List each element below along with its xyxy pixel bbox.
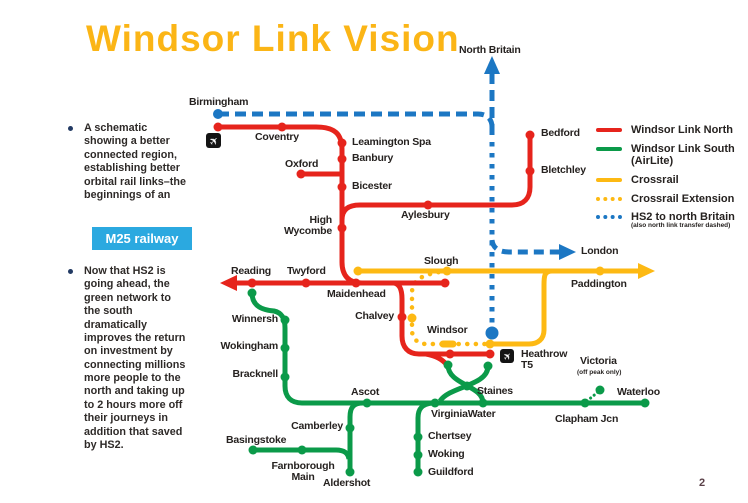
- windsor-link-north-line: [213, 122, 535, 367]
- legend-label: Crossrail Extension: [631, 192, 735, 205]
- legend-item-windsor-link-south: Windsor Link South (AirLite): [596, 143, 746, 168]
- station-dot-maidenhead-crossrail: [353, 266, 363, 276]
- station-label-windsor: Windsor: [427, 324, 468, 336]
- page-number: 2: [699, 477, 706, 489]
- legend-note: (also north link transfer dashed): [631, 221, 731, 229]
- station-label-waterloo: Waterloo: [617, 386, 660, 398]
- legend-item-windsor-link-north: Windsor Link North: [596, 124, 746, 137]
- endpoint-label-north-britain: North Britain: [459, 44, 521, 56]
- station-label-bracknell: Bracknell: [232, 368, 279, 380]
- station-label-clapham-jcn: Clapham Jcn: [555, 413, 619, 425]
- bullet-item-1: A schematic showing a better connected r…: [68, 122, 194, 202]
- station-label-guildford: Guildford: [428, 466, 474, 478]
- green-station-dots: [247, 288, 650, 477]
- station-label-aldershot: Aldershot: [323, 477, 371, 489]
- station-label-aylesbury: Aylesbury: [401, 209, 450, 221]
- station-label-maidenhead: Maidenhead: [327, 288, 386, 300]
- legend-item-crossrail-extension: Crossrail Extension: [596, 193, 746, 206]
- green-line-swatch: [596, 146, 622, 151]
- yellow-dotted-swatch: [596, 196, 622, 201]
- station-label-bedford: Bedford: [541, 127, 580, 139]
- airport-icon-heathrow: ✈: [500, 349, 515, 364]
- blue-dotted-swatch: [596, 215, 622, 220]
- paddington-east-arrow: [638, 263, 655, 279]
- bullet-item-2: Now that HS2 is going ahead, the green n…: [68, 265, 194, 452]
- legend-label: Crossrail: [631, 173, 679, 186]
- station-label-bicester: Bicester: [352, 180, 392, 192]
- station-label-ascot: Ascot: [351, 386, 380, 398]
- bullet-2-text: Now that HS2 is going ahead, the green n…: [84, 265, 186, 451]
- station-dot-heathrow-crossrail: [485, 339, 495, 349]
- station-note-victoria: (off peak only): [577, 369, 622, 376]
- bullet-icon: [68, 269, 73, 274]
- station-label-winnersh: Winnersh: [231, 313, 278, 325]
- station-label-camberley: Camberley: [291, 420, 343, 432]
- station-label-virginia-water: VirginiaWater: [431, 408, 496, 420]
- crossrail-line: [353, 263, 655, 349]
- station-dot-birmingham-hs2: [213, 109, 223, 119]
- station-label-twyford: Twyford: [287, 265, 326, 277]
- station-dot-chalvey-crossrail: [407, 313, 417, 323]
- station-label-victoria: Victoria: [580, 355, 617, 367]
- legend-label: HS2 to north Britain: [631, 211, 735, 224]
- legend-item-hs2: HS2 to north Britain: [596, 211, 746, 224]
- station-label-reading: Reading: [231, 265, 272, 277]
- station-dot-paddington: [595, 266, 605, 276]
- station-label-farnborough-main: Farnborough Main: [271, 460, 335, 484]
- victoria-dotted-link: [585, 390, 600, 403]
- station-label-leamington-spa: Leamington Spa: [352, 136, 431, 148]
- yellow-line-swatch: [596, 177, 622, 182]
- endpoint-label-london: London: [581, 245, 619, 257]
- station-label-high-wycombe: High Wycombe: [283, 214, 332, 238]
- legend: Windsor Link North Windsor Link South (A…: [596, 124, 746, 229]
- bullet-icon: [68, 126, 73, 131]
- station-label-oxford: Oxford: [285, 158, 319, 170]
- station-label-banbury: Banbury: [352, 152, 394, 164]
- london-arrow: [559, 244, 576, 260]
- station-label-wokingham: Wokingham: [220, 340, 278, 352]
- airport-icon-birmingham: ✈: [206, 133, 222, 149]
- station-label-staines: Staines: [477, 385, 513, 397]
- station-label-woking: Woking: [428, 448, 465, 460]
- station-label-chalvey: Chalvey: [355, 310, 394, 322]
- bullet-1-text: A schematic showing a better connected r…: [84, 122, 187, 201]
- station-dot-slough-crossrail: [442, 266, 452, 276]
- station-dot-windsor-hs2-terminus: [485, 326, 499, 340]
- station-label-bletchley: Bletchley: [541, 164, 586, 176]
- legend-label: Windsor Link North: [631, 124, 733, 136]
- station-label-birmingham: Birmingham: [189, 96, 249, 108]
- station-label-slough: Slough: [424, 255, 459, 267]
- station-label-paddington: Paddington: [571, 278, 627, 290]
- hs2-line: [213, 56, 576, 340]
- legend-item-crossrail: Crossrail: [596, 174, 746, 187]
- north-britain-arrow: [484, 56, 500, 74]
- red-station-dots: [213, 122, 535, 359]
- station-label-heathrow-t5: Heathrow T5: [521, 348, 568, 372]
- reading-west-arrow: [220, 275, 237, 291]
- station-label-basingstoke: Basingstoke: [226, 434, 287, 446]
- station-label-coventry: Coventry: [255, 131, 299, 143]
- windsor-link-south-line: [247, 288, 650, 477]
- legend-label: Windsor Link South (AirLite): [631, 142, 735, 168]
- slide-title: Windsor Link Vision: [86, 18, 460, 59]
- m25-railway-highlight: M25 railway: [92, 227, 192, 250]
- station-label-chertsey: Chertsey: [428, 430, 472, 442]
- red-line-swatch: [596, 128, 622, 132]
